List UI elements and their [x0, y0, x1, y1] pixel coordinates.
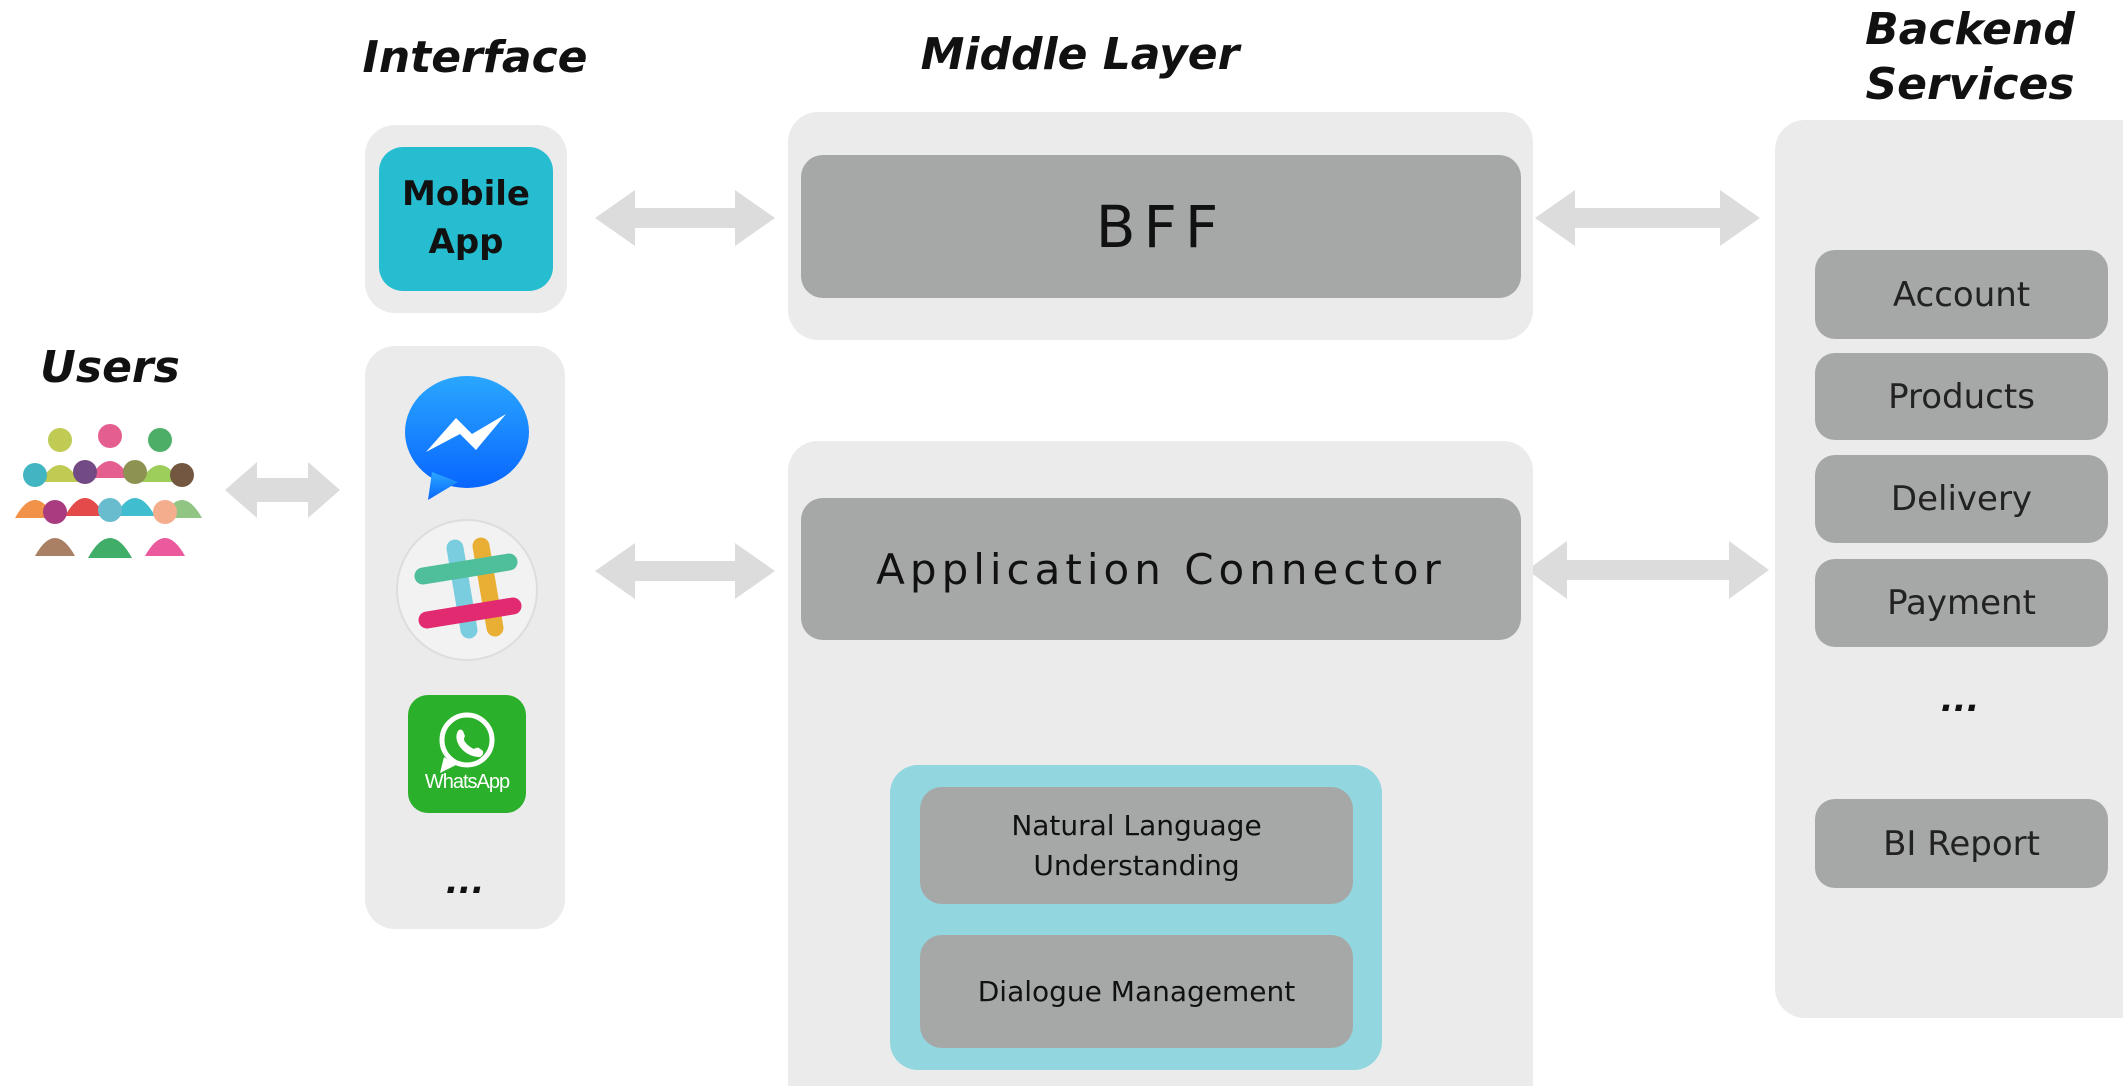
- backend-heading-line1: Backend: [1865, 4, 2075, 55]
- middle-layer-heading: Middle Layer: [920, 29, 1240, 80]
- whatsapp-label: WhatsApp: [424, 771, 510, 793]
- bff-block[interactable]: BFF: [801, 155, 1521, 298]
- slack-icon[interactable]: [395, 518, 539, 662]
- bff-backend-arrow: [1535, 190, 1760, 246]
- users-interface-arrow: [225, 462, 340, 518]
- service-payment[interactable]: Payment: [1815, 559, 2108, 647]
- users-heading: Users: [40, 342, 180, 393]
- nlu-label-line1: Natural Language: [1011, 809, 1262, 843]
- whatsapp-icon[interactable]: WhatsApp: [408, 695, 526, 813]
- users-group-icon: [10, 420, 210, 570]
- backend-more-ellipsis: ...: [1940, 680, 1980, 720]
- mobile-app-button[interactable]: Mobile App: [379, 147, 553, 291]
- chat-connector-arrow: [595, 543, 775, 599]
- backend-heading-line2: Services: [1865, 59, 2075, 110]
- application-connector-block[interactable]: Application Connector: [801, 498, 1521, 640]
- messenger-icon[interactable]: [402, 372, 532, 502]
- service-bi-report[interactable]: BI Report: [1815, 799, 2108, 888]
- mobile-bff-arrow: [595, 190, 775, 246]
- backend-services-heading: Backend Services: [1850, 2, 2090, 112]
- service-products[interactable]: Products: [1815, 353, 2108, 440]
- dialogue-management-block[interactable]: Dialogue Management: [920, 935, 1353, 1048]
- mobile-app-label-line2: App: [428, 222, 504, 262]
- connector-backend-arrow: [1527, 541, 1769, 599]
- interface-heading: Interface: [362, 32, 588, 83]
- service-account[interactable]: Account: [1815, 250, 2108, 339]
- mobile-app-label-line1: Mobile: [402, 174, 530, 215]
- nlu-block[interactable]: Natural Language Understanding: [920, 787, 1353, 904]
- nlu-label-line2: Understanding: [1033, 848, 1240, 882]
- service-delivery[interactable]: Delivery: [1815, 455, 2108, 543]
- interface-more-ellipsis: ...: [445, 862, 485, 902]
